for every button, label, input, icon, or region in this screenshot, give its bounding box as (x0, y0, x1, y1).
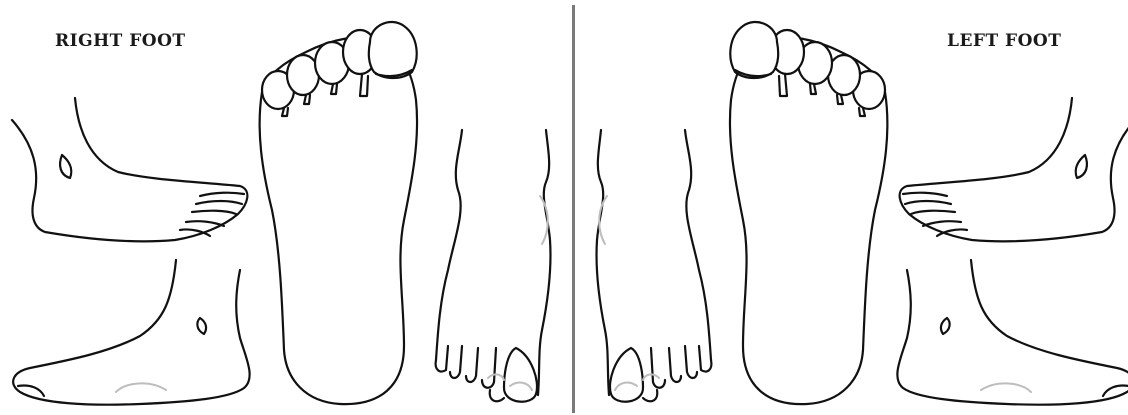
left-foot-medial-view (897, 260, 1128, 405)
right-foot-views (12, 22, 551, 405)
right-foot-lateral-view (12, 98, 247, 241)
right-foot-sole-view (260, 22, 417, 404)
center-divider (572, 5, 575, 413)
right-foot-medial-view (13, 260, 249, 405)
left-foot-lateral-view (900, 98, 1128, 241)
left-foot-top-view (596, 130, 711, 402)
left-foot-sole-view (730, 22, 887, 404)
left-foot-views (596, 22, 1128, 405)
right-foot-top-view (436, 130, 551, 402)
